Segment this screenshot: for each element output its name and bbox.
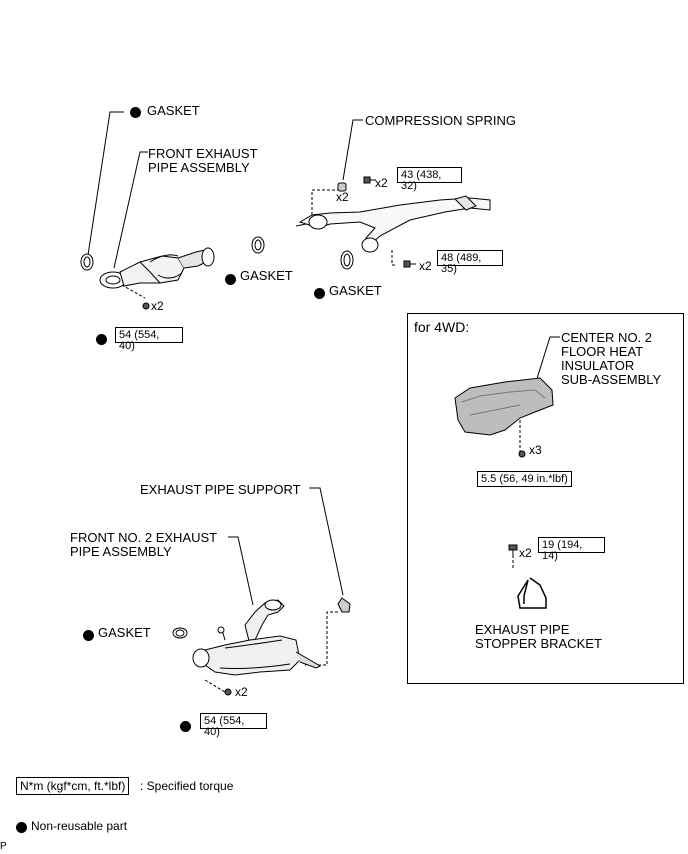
mult-spring: x2 bbox=[336, 190, 349, 204]
label-front-no2-exhaust-pipe: FRONT NO. 2 EXHAUST PIPE ASSEMBLY bbox=[70, 530, 218, 559]
label-compression-spring: COMPRESSION SPRING bbox=[365, 113, 516, 128]
corner-mark: P bbox=[0, 841, 7, 852]
label-exhaust-pipe-support: EXHAUST PIPE SUPPORT bbox=[140, 482, 301, 497]
torque-bottom: 54 (554, 40) bbox=[200, 713, 267, 738]
label-front-exhaust-pipe: FRONT EXHAUST PIPE ASSEMBLY bbox=[148, 146, 258, 175]
legend-torque-text: : Specified torque bbox=[140, 779, 234, 793]
nonreusable-dot bbox=[314, 288, 325, 299]
nonreusable-dot bbox=[16, 822, 27, 833]
leader-gasket-top bbox=[87, 111, 124, 256]
leader-front-exhaust bbox=[113, 151, 148, 269]
leader-insulator bbox=[534, 336, 560, 386]
label-for-4wd: for 4WD: bbox=[414, 319, 470, 335]
nonreusable-dot bbox=[180, 721, 191, 732]
legend-nonreusable-text: Non-reusable part bbox=[31, 819, 128, 833]
torque-insulator: 5.5 (56, 49 in.*lbf) bbox=[477, 471, 572, 487]
torque-bracket: 19 (194, 14) bbox=[538, 537, 605, 562]
torque-top-left: 54 (554, 40) bbox=[115, 327, 183, 352]
mult-bracket: x2 bbox=[519, 546, 532, 560]
leader-front-no2 bbox=[228, 536, 254, 606]
insulator-art bbox=[454, 377, 554, 436]
torque-top-right-b: 48 (489, 35) bbox=[437, 250, 503, 275]
label-center-no2-insulator: CENTER NO. 2 FLOOR HEAT INSULATOR SUB-AS… bbox=[561, 330, 662, 387]
nonreusable-dot bbox=[225, 274, 236, 285]
legend-torque-box: N*m (kgf*cm, ft.*lbf) bbox=[16, 777, 130, 795]
center-pipe-art bbox=[295, 195, 491, 253]
mult-bolt-top: x2 bbox=[375, 176, 388, 190]
stopper-bracket-art bbox=[517, 577, 547, 609]
nonreusable-dot bbox=[96, 334, 107, 345]
leader-exhaust-support bbox=[309, 487, 344, 596]
label-exhaust-stopper-bracket: EXHAUST PIPE STOPPER BRACKET bbox=[475, 622, 602, 651]
label-gasket-right: GASKET bbox=[329, 283, 382, 298]
mult-bolt-right: x2 bbox=[419, 259, 432, 273]
torque-top-right-a: 43 (438, 32) bbox=[397, 167, 462, 192]
label-gasket-top: GASKET bbox=[147, 103, 200, 118]
mult-nut-top: x2 bbox=[151, 299, 164, 313]
nonreusable-dot bbox=[130, 107, 141, 118]
label-gasket-mid: GASKET bbox=[240, 268, 293, 283]
label-gasket-bottom: GASKET bbox=[98, 625, 151, 640]
mult-nut-bottom: x2 bbox=[235, 685, 248, 699]
leader-compression-spring bbox=[342, 119, 363, 181]
4wd-panel bbox=[407, 313, 684, 684]
mult-insulator: x3 bbox=[529, 443, 542, 457]
front-exhaust-pipe-art bbox=[99, 247, 215, 289]
front-no2-pipe-art bbox=[192, 597, 351, 676]
nonreusable-dot bbox=[83, 630, 94, 641]
